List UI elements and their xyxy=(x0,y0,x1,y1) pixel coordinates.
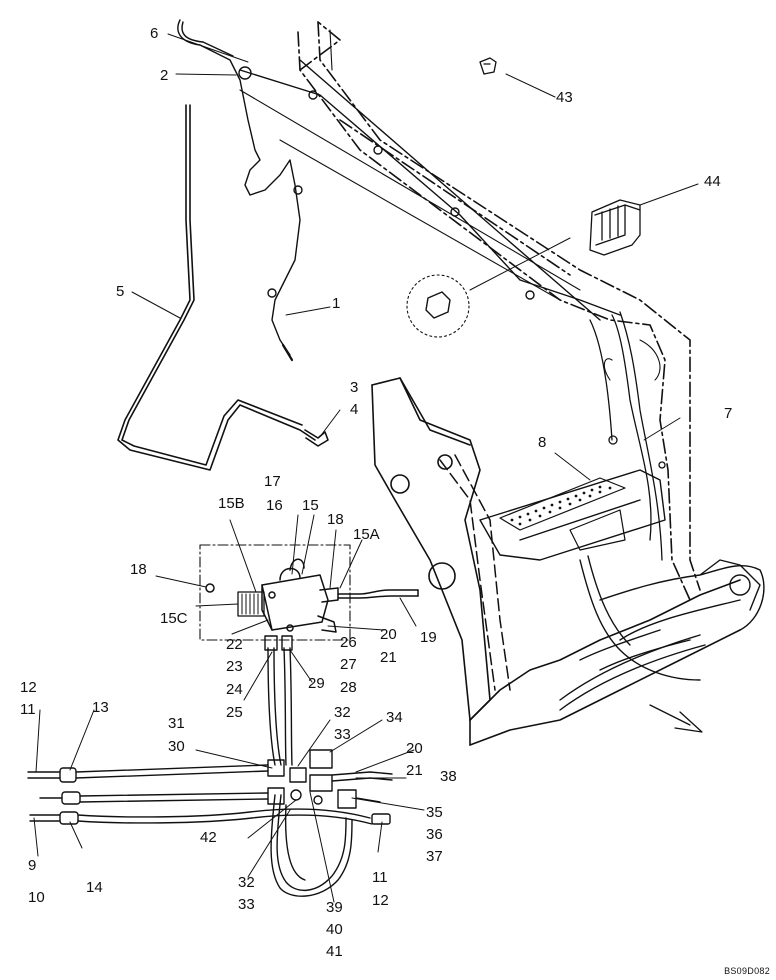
callout-25: 25 xyxy=(226,704,243,721)
callout-36: 36 xyxy=(426,826,443,843)
callout-42: 42 xyxy=(200,829,217,846)
callout-13: 13 xyxy=(92,699,109,716)
callout-26: 26 xyxy=(340,634,357,651)
hose-13 xyxy=(27,759,285,783)
callout-18-top: 18 xyxy=(327,511,344,528)
clip-43 xyxy=(479,57,497,75)
callout-16: 16 xyxy=(266,497,283,514)
callout-20-bottom: 20 xyxy=(406,740,423,757)
loader-arm-inner-lines xyxy=(239,29,661,381)
callout-43: 43 xyxy=(556,89,573,106)
callout-44: 44 xyxy=(704,173,721,190)
callout-15: 15 xyxy=(302,497,319,514)
perforated-shield xyxy=(499,477,626,551)
callout-39: 39 xyxy=(326,899,343,916)
lift-arm-dashed xyxy=(439,454,511,691)
connector-block-44 xyxy=(589,199,641,256)
callout-12-top: 12 xyxy=(20,679,37,696)
callout-33-bottom: 33 xyxy=(238,896,255,913)
loader-arm-outline xyxy=(297,21,701,601)
callout-15c: 15C xyxy=(160,610,188,627)
callout-21-top: 21 xyxy=(380,649,397,666)
callout-23: 23 xyxy=(226,658,243,675)
tee-fittings xyxy=(289,749,393,809)
callout-30: 30 xyxy=(168,738,185,755)
cross-tube xyxy=(479,469,666,561)
callout-15a: 15A xyxy=(353,526,380,543)
coupler-assembly xyxy=(579,559,765,671)
valve-enclosure xyxy=(199,544,351,641)
callout-41: 41 xyxy=(326,943,343,960)
callout-20-top: 20 xyxy=(380,626,397,643)
callout-5: 5 xyxy=(116,283,125,300)
callout-28: 28 xyxy=(340,679,357,696)
callout-14: 14 xyxy=(86,879,103,896)
callout-31: 31 xyxy=(168,715,185,732)
callout-22: 22 xyxy=(226,636,243,653)
valve-body xyxy=(205,558,419,633)
callout-40: 40 xyxy=(326,921,343,938)
detail-callout-circle xyxy=(406,237,571,338)
callout-33-top: 33 xyxy=(334,726,351,743)
callout-18-left: 18 xyxy=(130,561,147,578)
callout-1: 1 xyxy=(332,295,341,312)
callout-21-bottom: 21 xyxy=(406,762,423,779)
callout-29: 29 xyxy=(308,675,325,692)
callout-38: 38 xyxy=(440,768,457,785)
callout-3: 3 xyxy=(350,379,359,396)
sensor-3-4 xyxy=(304,429,329,447)
callout-4: 4 xyxy=(350,401,359,418)
hose-5 xyxy=(117,104,316,471)
callout-6: 6 xyxy=(150,25,159,42)
direction-arrow xyxy=(649,704,703,733)
callout-7: 7 xyxy=(724,405,733,422)
callout-12-bottom: 12 xyxy=(372,892,389,909)
callout-9: 9 xyxy=(28,857,37,874)
callout-15b: 15B xyxy=(218,495,245,512)
callout-32-bottom: 32 xyxy=(238,874,255,891)
lift-arm-outline xyxy=(371,377,741,746)
coupler-hoses xyxy=(559,555,706,711)
callout-17: 17 xyxy=(264,473,281,490)
wire-harness xyxy=(177,19,621,362)
callout-2: 2 xyxy=(160,67,169,84)
callout-34: 34 xyxy=(386,709,403,726)
valve-hoses xyxy=(264,635,353,897)
leader-lines xyxy=(33,33,699,903)
callout-24: 24 xyxy=(226,681,243,698)
callout-8: 8 xyxy=(538,434,547,451)
drawing-reference-code: BS09D082 xyxy=(724,966,770,976)
callout-10: 10 xyxy=(28,889,45,906)
callout-11-top: 11 xyxy=(20,701,36,718)
callout-37: 37 xyxy=(426,848,443,865)
callout-19: 19 xyxy=(420,629,437,646)
callout-35: 35 xyxy=(426,804,443,821)
callout-27: 27 xyxy=(340,656,357,673)
arm-harness xyxy=(589,311,666,561)
callout-11-bottom: 11 xyxy=(372,869,388,886)
callout-32-top: 32 xyxy=(334,704,351,721)
hose-14 xyxy=(29,787,391,825)
